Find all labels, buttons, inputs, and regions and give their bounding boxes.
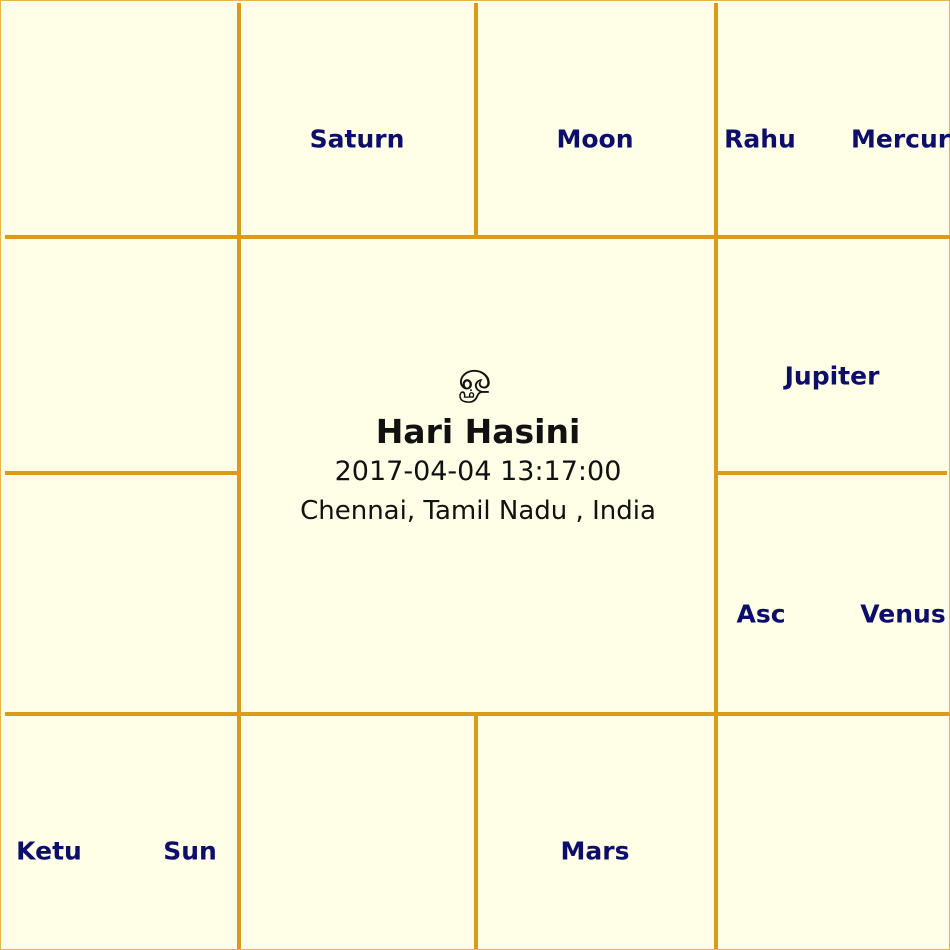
planet-jupiter: Jupiter bbox=[784, 361, 880, 391]
house-row2-col4 bbox=[718, 239, 950, 471]
house-row4-col2 bbox=[241, 716, 474, 950]
grid-line bbox=[715, 471, 947, 475]
house-row3-col1 bbox=[1, 475, 237, 712]
house-row1-col3 bbox=[478, 1, 714, 235]
grid-line bbox=[474, 3, 478, 237]
grid-line bbox=[237, 3, 241, 949]
chart-center-info: ௐ Hari Hasini 2017-04-04 13:17:00 Chenna… bbox=[241, 239, 715, 713]
om-symbol-icon: ௐ bbox=[458, 354, 498, 400]
planet-saturn: Saturn bbox=[309, 124, 405, 154]
house-row4-col1 bbox=[1, 716, 237, 950]
birth-datetime: 2017-04-04 13:17:00 bbox=[334, 456, 622, 487]
grid-line bbox=[714, 3, 718, 949]
planet-venus: Venus bbox=[860, 599, 946, 629]
planet-sun: Sun bbox=[163, 836, 217, 866]
grid-line bbox=[5, 235, 950, 239]
native-name: Hari Hasini bbox=[375, 412, 581, 451]
planet-ketu: Ketu bbox=[16, 836, 82, 866]
house-row1-col2 bbox=[241, 1, 474, 235]
birth-place: Chennai, Tamil Nadu , India bbox=[300, 496, 656, 526]
house-row2-col1 bbox=[1, 239, 237, 471]
house-row1-col1 bbox=[1, 1, 237, 235]
house-row3-col4 bbox=[718, 475, 950, 712]
house-row4-col4 bbox=[718, 716, 950, 950]
planet-moon: Moon bbox=[556, 124, 634, 154]
planet-asc: Asc bbox=[736, 599, 786, 629]
planet-mercury: Mercury bbox=[851, 124, 950, 154]
grid-line bbox=[5, 471, 239, 475]
house-row4-col3 bbox=[478, 716, 714, 950]
planet-rahu: Rahu bbox=[724, 124, 796, 154]
planet-mars: Mars bbox=[560, 836, 630, 866]
house-row1-col4 bbox=[718, 1, 950, 235]
grid-line bbox=[474, 713, 478, 949]
